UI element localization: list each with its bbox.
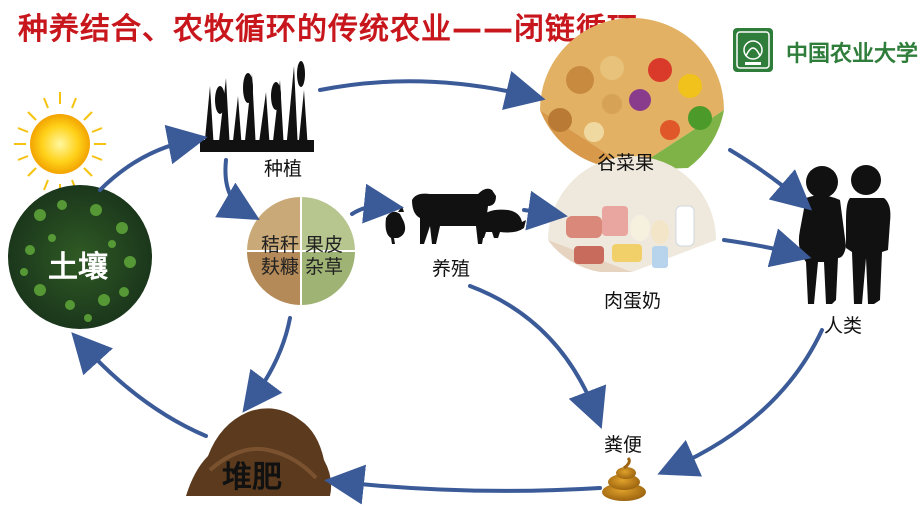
university-name: 中国农业大学: [786, 41, 919, 67]
cycle-arrows: [71, 71, 824, 505]
breeding-label: 养殖: [432, 258, 471, 280]
residue-label-straw: 秸秆: [261, 234, 300, 256]
planting-label: 种植: [264, 158, 303, 180]
compost-image: [186, 408, 332, 496]
manure-label: 粪便: [604, 434, 643, 456]
compost-label: 堆肥: [222, 460, 282, 495]
arrow-soil-to-planting: [98, 124, 208, 192]
soil-label: 土壤: [48, 250, 108, 285]
crop-icon: [200, 61, 314, 152]
arrow-humans-to-manure: [657, 328, 824, 477]
arrow-manure-to-compost: [324, 464, 602, 505]
page-title: 种养结合、农牧循环的传统农业——闭链循环: [18, 12, 638, 47]
arrow-compost-to-soil: [71, 332, 208, 438]
arrow-planting-to-grains: [318, 71, 546, 110]
arrow-breeding-to-meat: [522, 190, 568, 231]
soil-image: [8, 185, 152, 329]
arrow-residue-to-compost: [242, 316, 292, 413]
humans-icon: [798, 165, 891, 304]
arrow-meat-to-humans: [722, 228, 812, 268]
grains-label: 谷菜果: [597, 152, 655, 174]
humans-label: 人类: [824, 315, 863, 337]
arrow-planting-to-residue: [215, 158, 260, 221]
residue-label-weeds: 杂草: [305, 256, 344, 278]
grains-vegetables-fruits-image: [540, 18, 724, 170]
arrow-grains-to-humans: [728, 148, 813, 211]
manure-icon: [602, 456, 646, 501]
arrow-breeding-to-manure: [468, 284, 607, 429]
sun-icon: [14, 92, 106, 196]
meat-eggs-milk-image: [548, 156, 716, 272]
residue-label-bran: 麸糠: [261, 256, 300, 278]
university-logo: 中国农业大学: [731, 26, 921, 76]
university-seal-icon: [733, 28, 773, 72]
arrow-residue-to-breeding: [350, 183, 404, 224]
livestock-icon: [385, 188, 526, 244]
residue-label-peel: 果皮: [305, 234, 344, 256]
meat-eggs-milk-label: 肉蛋奶: [604, 290, 662, 312]
